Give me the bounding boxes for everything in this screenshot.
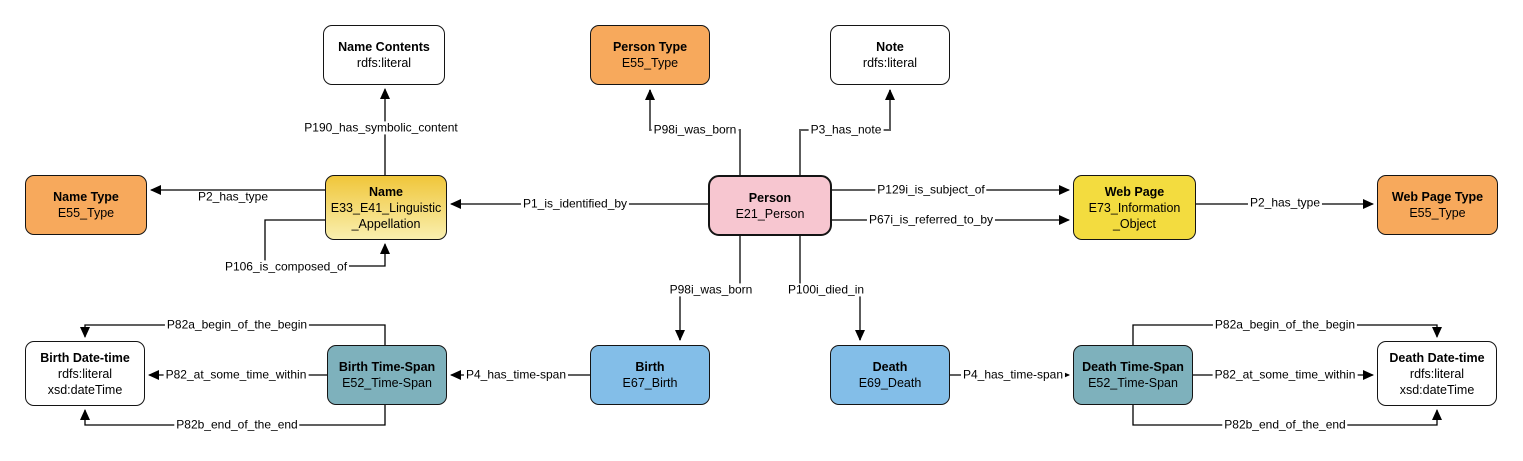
edge-label-p4-has-time-span-right: P4_has_time-span	[960, 367, 1066, 382]
node-web-page: Web Page E73_Information _Object	[1073, 175, 1196, 240]
node-subtitle: rdfs:literal	[356, 56, 412, 70]
edge-label-p2-has-type-left: P2_has_type	[197, 189, 269, 204]
node-title: Birth	[635, 360, 665, 374]
edge-label-p82-at-some-time-left: P82_at_some_time_within	[163, 367, 309, 382]
node-subtitle: rdfs:literal	[57, 366, 113, 381]
node-title: Person	[748, 190, 792, 205]
node-title: Birth Date-time	[40, 350, 130, 365]
edge-label-p2-has-type-right: P2_has_type	[1247, 195, 1323, 210]
node-title: Birth Time-Span	[338, 360, 436, 374]
edge-label-p100i-died-in: P100i_died_in	[785, 282, 867, 297]
edge-label-p1-is-identified-by: P1_is_identified_by	[520, 196, 630, 211]
node-subtitle: E55_Type	[1409, 206, 1466, 220]
node-death: Death E69_Death	[830, 345, 950, 405]
node-subtitle: E52_Time-Span	[342, 376, 432, 390]
node-subtitle: E33_E41_Linguistic	[330, 200, 442, 215]
node-title: Name Type	[53, 190, 119, 204]
node-title: Note	[876, 40, 904, 54]
edge-label-p82-at-some-time-right: P82_at_some_time_within	[1212, 367, 1358, 382]
node-name: Name E33_E41_Linguistic _Appellation	[325, 175, 447, 240]
node-title: Name Contents	[338, 40, 430, 54]
node-title: Death Time-Span	[1082, 360, 1184, 374]
node-person: Person E21_Person	[708, 175, 832, 236]
edge-label-p82a-begin-right: P82a_begin_of_the_begin	[1212, 317, 1358, 332]
node-subtitle-2: _Appellation	[351, 216, 421, 231]
node-subtitle: E55_Type	[621, 56, 679, 70]
edge-label-p3-has-note: P3_has_note	[808, 122, 884, 137]
node-subtitle-2: xsd:dateTime	[47, 382, 123, 397]
node-name-type: Name Type E55_Type	[25, 175, 147, 235]
node-title: Death Date-time	[1389, 350, 1485, 365]
node-death-time-span: Death Time-Span E52_Time-Span	[1073, 345, 1193, 405]
node-name-contents: Name Contents rdfs:literal	[323, 25, 445, 85]
node-title: Name	[368, 184, 404, 199]
node-subtitle: E55_Type	[57, 206, 115, 220]
edge-label-p82b-end-right: P82b_end_of_the_end	[1222, 417, 1348, 432]
node-birth: Birth E67_Birth	[590, 345, 710, 405]
edge-label-p67i-is-referred-to-by: P67i_is_referred_to_by	[866, 212, 996, 227]
edge-label-p106-is-composed-of: P106_is_composed_of	[222, 259, 350, 274]
node-birth-time-span: Birth Time-Span E52_Time-Span	[327, 345, 447, 405]
node-note: Note rdfs:literal	[830, 25, 950, 85]
edge-label-p98i-was-born-top: P98i_was_born	[651, 122, 739, 137]
edge-label-p129i-is-subject-of: P129i_is_subject_of	[875, 182, 987, 197]
node-birth-date-time: Birth Date-time rdfs:literal xsd:dateTim…	[25, 341, 145, 406]
node-web-page-type: Web Page Type E55_Type	[1377, 175, 1498, 235]
edge-label-p190-has-symbolic-content: P190_has_symbolic_content	[302, 120, 460, 135]
node-person-type: Person Type E55_Type	[590, 25, 710, 85]
node-title: Web Page	[1104, 184, 1165, 199]
edge-label-p82a-begin-left: P82a_begin_of_the_begin	[164, 317, 310, 332]
node-title: Web Page Type	[1391, 190, 1484, 204]
node-death-date-time: Death Date-time rdfs:literal xsd:dateTim…	[1377, 341, 1497, 406]
node-subtitle: E21_Person	[735, 206, 805, 221]
node-title: Death	[872, 360, 908, 374]
node-subtitle: rdfs:literal	[862, 56, 918, 70]
node-subtitle: rdfs:literal	[1409, 366, 1465, 381]
node-subtitle: E73_Information	[1088, 200, 1181, 215]
node-subtitle: E67_Birth	[622, 376, 678, 390]
edge-label-p82b-end-left: P82b_end_of_the_end	[174, 417, 300, 432]
node-subtitle: E52_Time-Span	[1088, 376, 1178, 390]
node-subtitle-2: _Object	[1112, 216, 1157, 231]
node-subtitle-2: xsd:dateTime	[1399, 382, 1475, 397]
node-title: Person Type	[612, 40, 688, 54]
node-subtitle: E69_Death	[858, 376, 922, 390]
edge-label-p98i-was-born-bottom: P98i_was_born	[667, 282, 755, 297]
edge-label-p4-has-time-span-left: P4_has_time-span	[463, 367, 569, 382]
